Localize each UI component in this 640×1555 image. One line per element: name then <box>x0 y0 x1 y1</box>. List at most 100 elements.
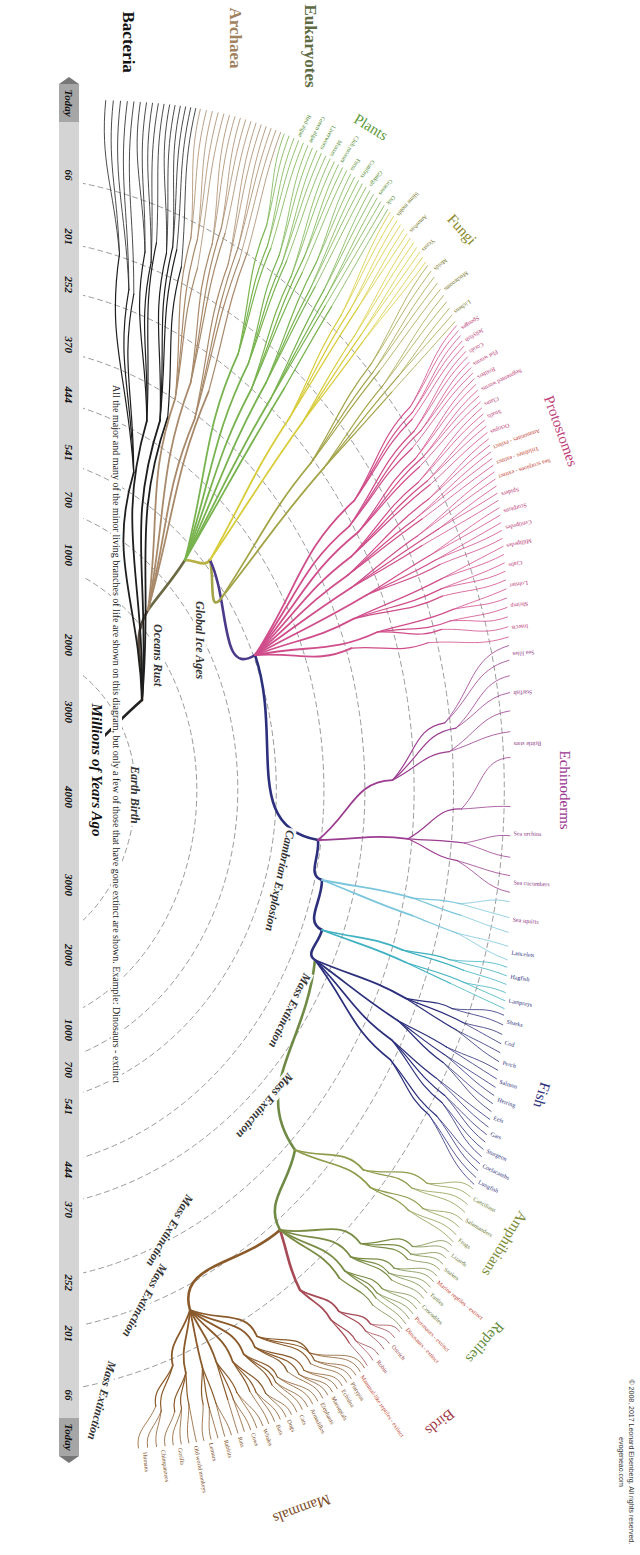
branch <box>181 109 195 268</box>
branch <box>437 1116 478 1171</box>
branch <box>449 732 510 752</box>
branch <box>373 283 437 372</box>
axis-tick-label: 700 <box>63 1062 75 1079</box>
leaf-label: Shrimp <box>511 600 529 609</box>
event-label: Mass Extinction <box>143 1190 197 1270</box>
branch <box>390 1060 429 1115</box>
leaf-label-holder: Brittle stars <box>514 740 542 747</box>
time-ring <box>83 345 365 1210</box>
leaf-label-holder: Slime molds <box>395 190 420 217</box>
event-label-holder: Global Ice Ages <box>193 599 206 681</box>
branch <box>398 1021 445 1055</box>
group-label: Echinoderms <box>557 751 574 830</box>
leaf-label-holder: Cod <box>504 1040 515 1049</box>
branch <box>445 1055 496 1088</box>
axis-tick-label: 4000 <box>63 786 75 808</box>
branch <box>363 1170 427 1183</box>
branch <box>151 104 158 263</box>
branch <box>268 138 294 245</box>
leaf-label: Oak <box>385 194 397 206</box>
leaf-label-holder: Sea lilies <box>513 649 535 658</box>
branch <box>442 627 508 631</box>
branch <box>445 1095 485 1142</box>
branch <box>300 1290 339 1311</box>
branch <box>185 363 248 560</box>
branch <box>382 1289 416 1309</box>
branch <box>315 960 390 1060</box>
branch <box>390 1060 436 1116</box>
branch <box>408 809 462 839</box>
branch <box>210 560 255 659</box>
branch <box>438 493 497 529</box>
group-label-holder: Amphibians <box>479 1208 531 1279</box>
branch <box>255 655 318 840</box>
leaf-label: Lobster <box>509 579 528 589</box>
branch <box>233 1362 256 1393</box>
copyright-note-holder: © 2008, 2017 Leonard Eisenberg. All righ… <box>627 1380 635 1545</box>
leaf-label: Lizards <box>449 1253 468 1269</box>
axis-tick-label-holder: 4000 <box>63 786 75 808</box>
leaf-label: Gars <box>489 1131 502 1142</box>
branch <box>189 1404 197 1441</box>
axis-tick-label-holder: 201 <box>63 229 75 246</box>
leaf-label: Whales <box>262 1428 274 1447</box>
event-label-holder: Mass Extinction <box>119 1259 171 1340</box>
branch <box>275 1150 295 1230</box>
branch <box>324 386 383 468</box>
branch <box>255 501 354 655</box>
branch <box>160 1366 172 1412</box>
event-label: Earth Birth <box>128 764 141 826</box>
branch <box>174 1373 186 1412</box>
axis-tick-label: 370 <box>63 1202 75 1219</box>
branch <box>409 1211 453 1242</box>
branch <box>255 648 352 657</box>
leaf-label: Salmon <box>499 1079 519 1091</box>
group-label-holder: Protostomes <box>541 393 582 468</box>
branch <box>349 448 412 526</box>
axis-tick-label-holder: 541 <box>63 445 75 462</box>
leaf-label-holder: Lobster <box>509 579 528 589</box>
branch <box>316 174 350 262</box>
branch <box>220 468 324 600</box>
branch <box>268 141 299 246</box>
branch <box>164 1412 174 1446</box>
branch <box>255 532 358 655</box>
branch <box>202 1367 209 1407</box>
event-label: Mass Extinction <box>265 969 314 1051</box>
leaf-label-holder: Hagfish <box>510 974 530 984</box>
branch <box>322 880 413 898</box>
leaf-label: Hagfish <box>510 974 530 984</box>
branch <box>212 117 235 244</box>
branch <box>186 1373 189 1405</box>
leaf-label-holder: Salamanders <box>464 1217 494 1239</box>
branch <box>408 839 457 861</box>
branch <box>233 1362 266 1394</box>
branch <box>456 1030 500 1053</box>
branch <box>255 575 348 655</box>
branch <box>354 419 412 500</box>
branch <box>450 960 507 967</box>
branch <box>428 426 486 480</box>
branch <box>181 1373 186 1408</box>
leaf-label: Cod <box>504 1040 515 1049</box>
branch <box>148 383 191 610</box>
branch <box>412 1246 448 1252</box>
branch <box>437 531 502 560</box>
branch <box>442 555 504 579</box>
branch <box>255 526 349 655</box>
leaf-label: Eels <box>493 1114 505 1124</box>
leaf-label: Rotifers <box>476 365 496 380</box>
leaf-label: Brittle stars <box>514 740 542 747</box>
branch <box>350 221 397 311</box>
branch <box>412 916 457 934</box>
branch <box>295 1150 363 1170</box>
leaf-label: Sea urchins <box>514 831 542 838</box>
leaf-label-holder: Rabbits <box>222 1439 233 1458</box>
branch <box>370 1324 399 1332</box>
leaf-label-holder: Ferns <box>349 157 362 172</box>
event-label-holder: Mass Extinction <box>265 969 314 1051</box>
extinct-label: Mammal-like reptiles - extinct <box>358 1374 405 1439</box>
leaf-label: Crabs <box>508 559 523 568</box>
group-label-holder: Fungi <box>444 211 480 248</box>
